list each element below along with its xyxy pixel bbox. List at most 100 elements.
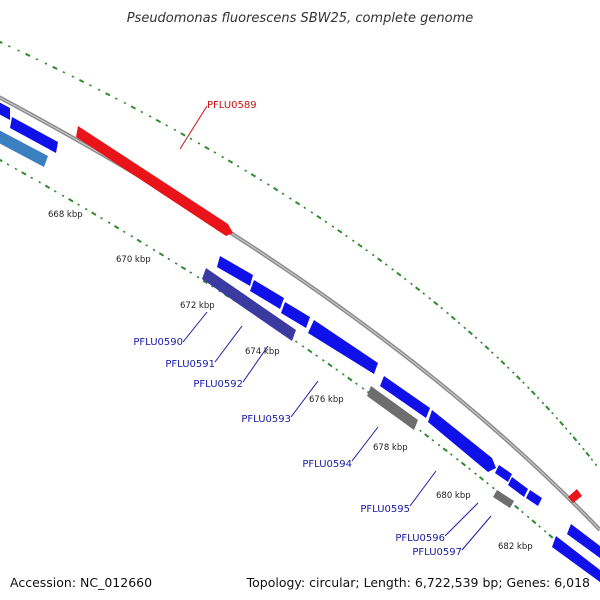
inner-strand-genes — [0, 128, 600, 582]
leader-pflu0596 — [444, 502, 479, 537]
gene-blue-0591b[interactable] — [250, 280, 284, 309]
gene-pflu0594-grey[interactable] — [367, 386, 418, 430]
tick-mark — [273, 186, 279, 192]
tick-mark — [324, 220, 328, 224]
gene-blue-0596a[interactable] — [495, 465, 512, 482]
tick-mark — [204, 145, 210, 151]
leader-pflu0595 — [409, 470, 437, 507]
tick-mark — [460, 461, 467, 467]
tick-mark — [202, 279, 208, 284]
tick-mark — [17, 49, 20, 52]
gene-rrna-left[interactable] — [0, 128, 48, 167]
tick-mark — [361, 387, 365, 390]
tick-mark — [474, 336, 478, 340]
gene-pflu0593[interactable] — [308, 320, 378, 374]
tick-mark — [71, 75, 75, 78]
tick-mark — [288, 197, 292, 200]
gene-label-pflu0591[interactable]: PFLU0591 — [165, 359, 215, 370]
tick-mark — [158, 252, 165, 257]
gene-pflu0596-grey[interactable] — [493, 490, 514, 508]
tick-mark — [484, 345, 490, 351]
tick-mark — [114, 97, 118, 100]
leader-pflu0594 — [351, 426, 379, 462]
tick-mark — [213, 151, 217, 154]
gene-blue-bottom-1[interactable] — [567, 524, 600, 558]
tick-mark — [486, 481, 489, 485]
tick-mark — [414, 286, 421, 292]
tick-mark — [526, 515, 530, 519]
tick-mark — [100, 216, 103, 220]
gene-label-pflu0595[interactable]: PFLU0595 — [360, 504, 410, 515]
tick-mark — [21, 171, 27, 176]
gene-blue-0596b[interactable] — [508, 477, 528, 497]
tick-label: 676 kbp — [309, 395, 344, 405]
tick-mark — [506, 366, 510, 369]
tick-mark — [44, 184, 51, 189]
gene-pflu0589[interactable] — [76, 126, 233, 236]
genome-summary-text: Topology: circular; Length: 6,722,539 bp… — [246, 575, 590, 590]
outer-tick-track — [0, 40, 598, 467]
tick-mark — [531, 519, 537, 525]
tick-mark — [496, 356, 500, 359]
gene-left-edge-1[interactable] — [0, 100, 10, 120]
tick-mark — [572, 436, 578, 442]
tick-mark — [266, 183, 270, 186]
tick-mark — [89, 84, 92, 87]
gene-label-pflu0597[interactable]: PFLU0597 — [412, 547, 462, 558]
gene-pflu0595[interactable] — [428, 410, 496, 472]
tick-mark — [521, 510, 524, 514]
gene-label-pflu0589[interactable]: PFLU0589 — [207, 100, 257, 111]
gene-blue-0592[interactable] — [281, 302, 310, 328]
gene-blue-bottom-2[interactable] — [552, 536, 600, 582]
tick-label: 668 kbp — [48, 210, 83, 220]
gene-label-pflu0590[interactable]: PFLU0590 — [133, 337, 183, 348]
gene-label-pflu0593[interactable]: PFLU0593 — [241, 414, 291, 425]
gene-label-pflu0592[interactable]: PFLU0592 — [193, 379, 243, 390]
tick-mark — [244, 169, 248, 172]
tick-mark — [180, 265, 187, 271]
tick-mark — [140, 110, 144, 114]
tick-mark — [341, 373, 345, 376]
tick-mark — [357, 243, 363, 248]
gene-pflu0590[interactable] — [202, 268, 296, 341]
tick-mark — [538, 525, 541, 528]
tick-mark — [165, 124, 169, 127]
gene-label-pflu0594[interactable]: PFLU0594 — [302, 459, 352, 470]
tick-mark — [543, 530, 547, 533]
tick-mark — [467, 330, 473, 336]
tick-mark — [590, 458, 594, 461]
tick-label: 678 kbp — [373, 443, 408, 453]
tick-mark — [84, 207, 88, 211]
tick-mark — [167, 257, 171, 261]
tick-mark — [351, 239, 355, 243]
gene-blue-0594a[interactable] — [380, 376, 430, 418]
tick-label: 680 kbp — [436, 491, 471, 501]
tick-mark — [478, 476, 485, 481]
tick-mark — [130, 235, 134, 238]
tick-mark — [515, 375, 521, 381]
tick-mark — [68, 198, 74, 203]
gene-small-red[interactable] — [568, 489, 582, 503]
tick-mark — [78, 79, 85, 83]
tick-mark — [541, 401, 545, 405]
tick-mark — [35, 58, 39, 61]
tick-mark — [0, 158, 3, 163]
tick-mark — [211, 285, 214, 288]
tick-mark — [321, 359, 325, 362]
gene-blue-0591a[interactable] — [217, 256, 253, 286]
tick-mark — [173, 128, 177, 132]
forward-strand-genes — [0, 100, 582, 503]
tick-mark — [347, 376, 353, 382]
tick-mark — [536, 396, 540, 400]
tick-mark — [564, 427, 568, 430]
gene-label-pflu0596[interactable]: PFLU0596 — [395, 533, 445, 544]
tick-mark — [331, 225, 335, 228]
tick-mark — [440, 306, 444, 310]
tick-mark — [548, 533, 554, 539]
gene-left-edge-2[interactable] — [10, 117, 58, 153]
gene-blue-0596c[interactable] — [526, 490, 542, 506]
tick-mark — [446, 311, 449, 315]
tick-mark — [514, 504, 520, 510]
tick-mark — [396, 271, 402, 277]
